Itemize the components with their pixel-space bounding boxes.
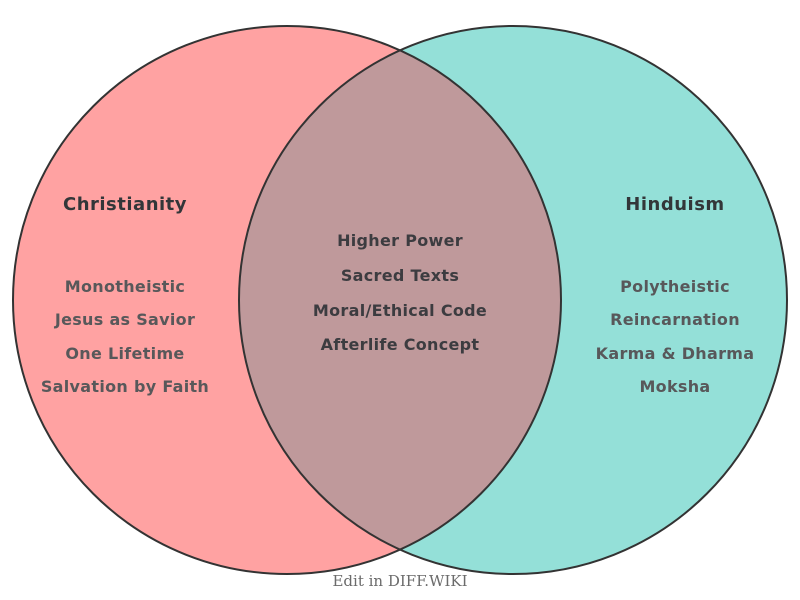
list-item: Polytheistic	[620, 277, 730, 296]
list-item: Monotheistic	[64, 277, 186, 296]
left-set-title: Christianity	[62, 194, 188, 215]
list-item: Afterlife Concept	[320, 335, 480, 355]
left-circle-outline	[12, 25, 562, 575]
list-item: Sacred Texts	[340, 265, 460, 285]
list-item: Reincarnation	[610, 310, 740, 330]
left-set-items: Monotheistic Jesus as Savior One Lifetim…	[0, 270, 250, 404]
list-item: Moral/Ethical Code	[312, 300, 488, 320]
list-item: Jesus as Savior	[54, 310, 196, 330]
list-item: One Lifetime	[65, 343, 185, 363]
list-item: Higher Power	[337, 231, 463, 250]
right-circle-outline	[238, 25, 788, 575]
edit-in-diffwiki-link[interactable]: Edit in DIFF.WIKI	[332, 572, 468, 590]
overlap-items: Higher Power Sacred Texts Moral/Ethical …	[270, 224, 530, 363]
list-item: Salvation by Faith	[40, 377, 210, 397]
right-set-title: Hinduism	[625, 194, 725, 215]
right-set-items: Polytheistic Reincarnation Karma & Dharm…	[550, 270, 800, 404]
list-item: Moksha	[639, 377, 711, 397]
list-item: Karma & Dharma	[595, 343, 755, 363]
overlap-lens	[239, 50, 561, 550]
